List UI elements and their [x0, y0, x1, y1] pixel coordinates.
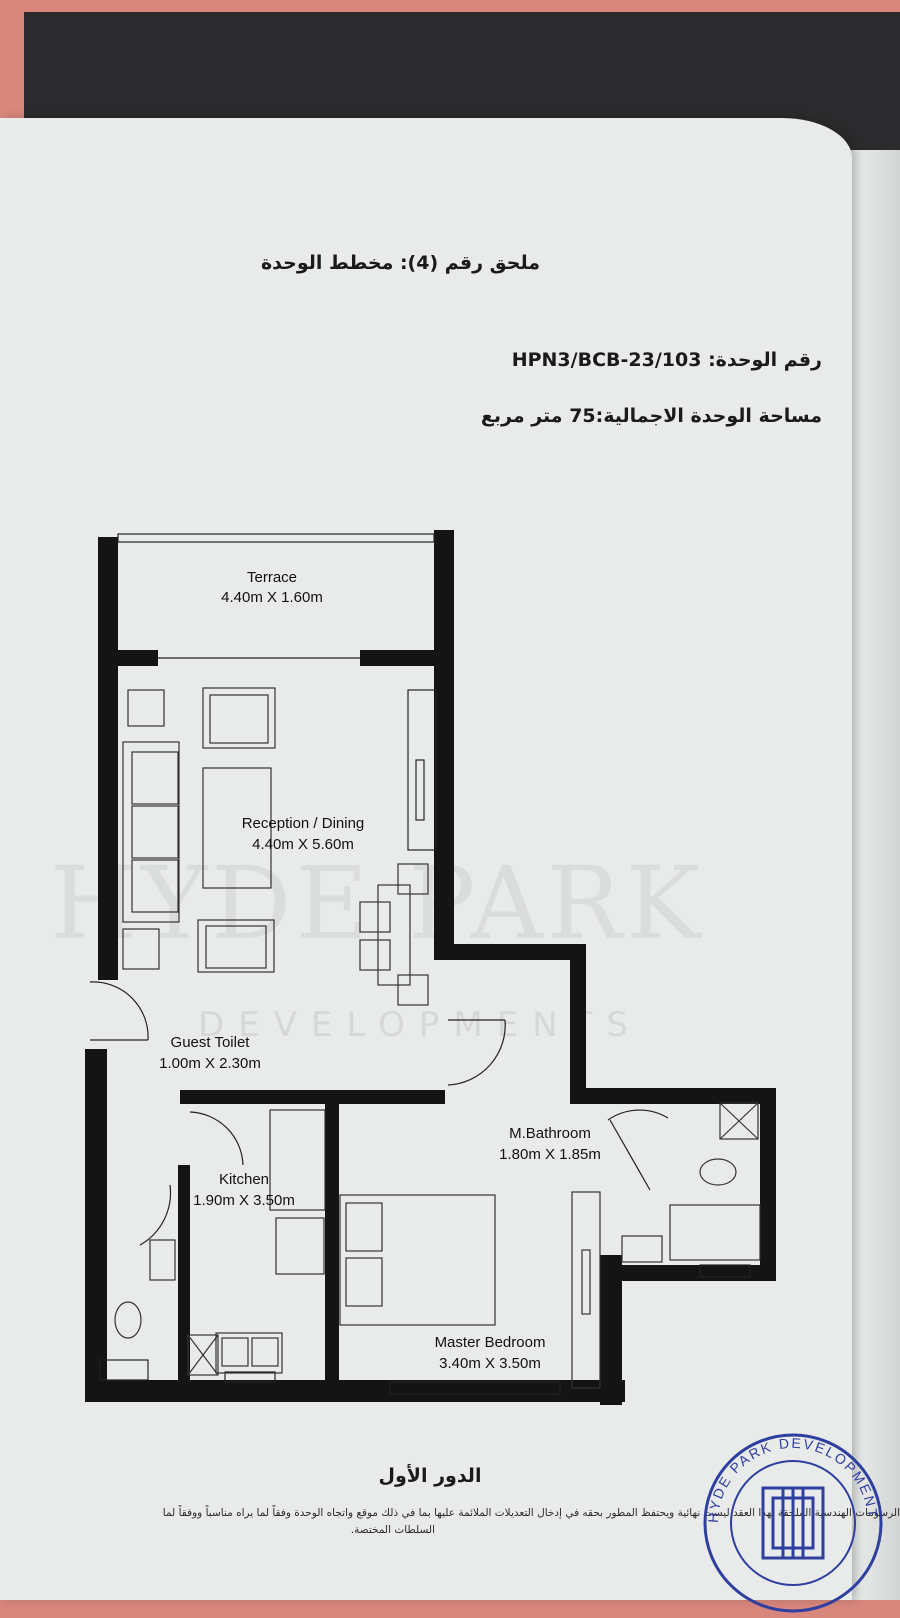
- room-terrace-size: 4.40m X 1.60m: [221, 589, 323, 606]
- footer-note-line1: الرسومات الهندسية الملحقة بهذا العقد ليس…: [162, 1507, 900, 1519]
- plan-lines: [89, 533, 751, 1395]
- unit-number-value: HPN3/BCB-23/103: [511, 349, 702, 371]
- room-bedroom-name: Master Bedroom: [435, 1334, 546, 1351]
- unit-area-line: مساحة الوحدة الاجمالية:75 متر مربع: [481, 405, 822, 427]
- unit-number-line: رقم الوحدة: HPN3/BCB-23/103: [512, 349, 822, 371]
- background-top: [0, 0, 900, 12]
- room-terrace-name: Terrace: [247, 569, 297, 586]
- unit-number-label: رقم الوحدة:: [708, 349, 822, 371]
- document-page: [0, 118, 852, 1600]
- room-reception-size: 4.40m X 5.60m: [252, 836, 354, 853]
- room-guest-toilet-name: Guest Toilet: [171, 1034, 251, 1051]
- unit-area-value: 75: [569, 405, 596, 427]
- unit-area-label: مساحة الوحدة الاجمالية:: [595, 405, 822, 427]
- room-reception-name: Reception / Dining: [242, 815, 365, 832]
- floor-label: الدور الأول: [378, 1465, 482, 1487]
- page-title: ملحق رقم (4): مخطط الوحدة: [260, 252, 540, 274]
- footer-note-line2: السلطات المختصة.: [350, 1524, 435, 1536]
- watermark-sub: DEVELOPMENTS: [198, 1005, 643, 1045]
- room-guest-toilet-size: 1.00m X 2.30m: [159, 1055, 261, 1072]
- company-stamp: HYDE PARK DEVELOPMENTS: [698, 1428, 883, 1613]
- room-kitchen-size: 1.90m X 3.50m: [193, 1192, 295, 1209]
- room-bathroom-name: M.Bathroom: [509, 1125, 591, 1142]
- unit-area-unit: متر مربع: [480, 405, 563, 427]
- room-kitchen-name: Kitchen: [219, 1171, 269, 1188]
- furniture: [114, 687, 761, 1389]
- room-bedroom-size: 3.40m X 3.50m: [439, 1355, 541, 1372]
- room-bathroom-size: 1.80m X 1.85m: [499, 1146, 601, 1163]
- walls: [85, 530, 776, 1405]
